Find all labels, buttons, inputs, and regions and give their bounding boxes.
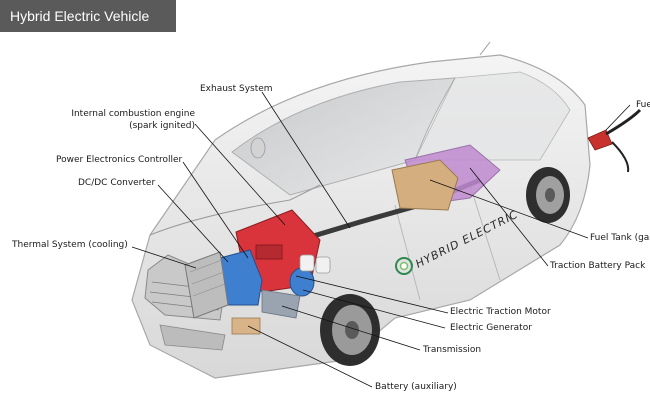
label-electric-generator: Electric Generator — [450, 323, 532, 333]
label-traction-battery-pack: Traction Battery Pack — [550, 261, 646, 271]
front-wheel — [320, 294, 380, 366]
label-fuel-tank: Fuel Tank (gasoline) — [590, 233, 650, 243]
label-power-electronics-controller: Power Electronics Controller — [56, 155, 183, 165]
label-fuel-filler: Fuel — [636, 100, 650, 110]
label-ice-line2: (spark ignited) — [129, 121, 195, 131]
label-ice-line1: Internal combustion engine — [71, 109, 195, 119]
fuel-tank — [391, 159, 459, 211]
label-electric-traction-motor: Electric Traction Motor — [450, 307, 551, 317]
page-title: Hybrid Electric Vehicle — [0, 0, 176, 32]
label-exhaust-system: Exhaust System — [200, 84, 273, 94]
transmission-unit — [261, 289, 301, 319]
label-thermal-system: Thermal System (cooling) — [12, 240, 128, 250]
rear-wheel — [526, 167, 570, 223]
thermal-radiator — [184, 251, 229, 319]
leader-lines — [131, 91, 631, 388]
label-battery-auxiliary: Battery (auxiliary) — [375, 382, 457, 392]
fuel-nozzle-icon — [587, 108, 642, 173]
label-transmission: Transmission — [423, 345, 482, 355]
hybrid-logo — [395, 257, 413, 275]
auxiliary-battery — [231, 317, 261, 335]
label-dcdc-converter: DC/DC Converter — [78, 178, 156, 188]
